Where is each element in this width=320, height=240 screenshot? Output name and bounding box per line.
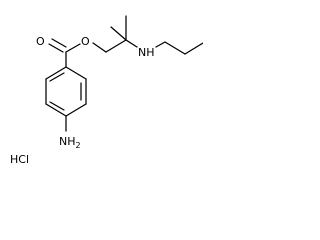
carbonyl-double-bond bbox=[48, 43, 64, 53]
molecule-diagram: O O NH NH2 HCl bbox=[10, 15, 203, 166]
carbonyl-oxygen-label: O bbox=[36, 35, 45, 48]
ester-oxygen-label: O bbox=[81, 35, 90, 48]
hcl-salt-label: HCl bbox=[10, 153, 29, 166]
benzene-ring bbox=[45, 66, 87, 117]
ring-bond bbox=[65, 66, 87, 80]
ring-bond bbox=[45, 103, 67, 117]
carbonyl-double-bond bbox=[51, 38, 67, 48]
amino-subscript: 2 bbox=[76, 141, 81, 150]
methyl-bond bbox=[110, 26, 127, 41]
nh-to-propyl-bond bbox=[155, 41, 166, 48]
propyl-bond bbox=[164, 41, 186, 55]
ester-group bbox=[48, 38, 107, 68]
alkyl-chain bbox=[105, 15, 203, 55]
amino-n-label: NH bbox=[59, 135, 76, 148]
amino-group-label: NH2 bbox=[59, 135, 81, 150]
ch2-to-quaternary-c-bond bbox=[105, 39, 127, 53]
ring-bond bbox=[45, 66, 67, 80]
ring-bond bbox=[65, 103, 87, 117]
quaternary-c-to-nh-bond bbox=[125, 39, 138, 48]
secondary-amine-label: NH bbox=[138, 46, 155, 59]
carbonyl-to-ester-o-bond bbox=[65, 43, 81, 53]
ring-double-bond bbox=[49, 72, 65, 82]
ring-double-bond bbox=[49, 101, 65, 111]
ester-o-to-ch2-bond bbox=[92, 42, 107, 53]
propyl-bond bbox=[184, 42, 203, 55]
